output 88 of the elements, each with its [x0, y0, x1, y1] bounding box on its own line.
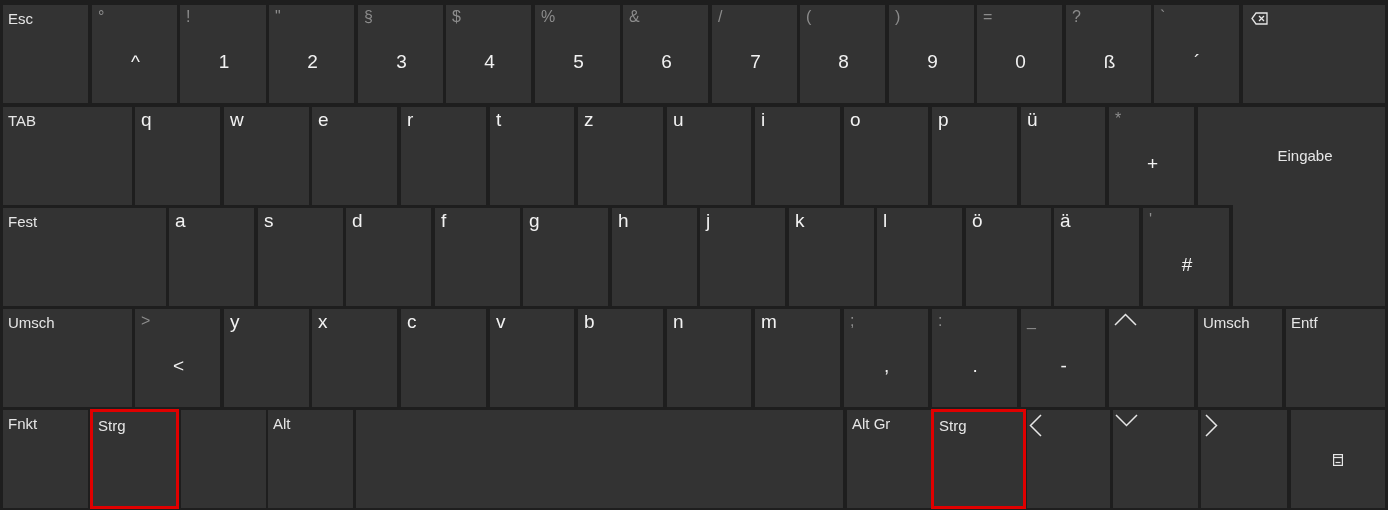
key-label: ü [1027, 110, 1038, 129]
key-label: y [230, 312, 240, 331]
key-label: n [673, 312, 684, 331]
shift-symbol: % [541, 9, 556, 25]
key-label: j [706, 211, 711, 230]
key-label: Eingabe [1277, 148, 1333, 163]
key-label: 7 [750, 52, 761, 71]
key-label: 8 [838, 52, 849, 71]
keyboard-key [1113, 410, 1198, 508]
shift-symbol: > [141, 313, 151, 329]
key-label: 3 [396, 52, 407, 71]
shift-symbol: ° [98, 9, 105, 25]
highlighted-key [931, 409, 1026, 509]
key-label: 4 [484, 52, 495, 71]
keyboard-key [1243, 5, 1385, 103]
key-label: c [407, 312, 417, 331]
key-label: Alt Gr [852, 416, 891, 431]
key-label: 6 [661, 52, 672, 71]
key-label: b [584, 312, 595, 331]
key-label: w [230, 110, 244, 129]
key-label: Umsch [8, 315, 55, 330]
key-label: d [352, 211, 363, 230]
key-label: s [264, 211, 274, 230]
key-label: ß [1103, 52, 1116, 71]
key-label: TAB [8, 113, 37, 128]
shift-symbol: : [938, 313, 943, 329]
key-label: Fnkt [8, 416, 38, 431]
key-label: 5 [573, 52, 584, 71]
key-label: x [318, 312, 328, 331]
key-label: + [1147, 154, 1159, 173]
key-label: 9 [927, 52, 938, 71]
key-label: l [883, 211, 888, 230]
key-label: r [407, 110, 414, 129]
key-label: u [673, 110, 684, 129]
key-label: e [318, 110, 329, 129]
keyboard-key [1027, 410, 1110, 508]
key-label: , [883, 356, 890, 375]
key-label: a [175, 211, 186, 230]
key-label: h [618, 211, 629, 230]
key-label: Esc [8, 11, 33, 26]
key-label: g [529, 211, 540, 230]
highlighted-key [90, 409, 179, 509]
key-label: 2 [307, 52, 318, 71]
key-label: Umsch [1203, 315, 1250, 330]
keyboard-key [1109, 309, 1194, 407]
key-label: ´ [1193, 52, 1201, 71]
key-label: # [1181, 255, 1193, 274]
key-label: m [761, 312, 777, 331]
key-label: k [795, 211, 805, 230]
shift-symbol: ' [1149, 212, 1153, 228]
keyboard-key [1291, 410, 1385, 508]
shift-symbol: / [718, 9, 723, 25]
shift-symbol: _ [1027, 313, 1036, 329]
key-label: z [584, 110, 594, 129]
shift-symbol: ) [895, 9, 901, 25]
key-label: Strg [98, 418, 126, 433]
shift-symbol: * [1115, 111, 1122, 127]
key-label: - [1060, 356, 1067, 375]
key-label: ö [972, 211, 983, 230]
key-label: Fest [8, 214, 38, 229]
keyboard-key [847, 410, 932, 508]
key-label: Entf [1291, 315, 1318, 330]
key-label: . [972, 356, 978, 375]
key-label: i [761, 110, 766, 129]
shift-symbol: ? [1072, 9, 1081, 25]
shift-symbol: & [629, 9, 640, 25]
shift-symbol: ; [850, 313, 855, 329]
keyboard-key [1201, 410, 1287, 508]
shift-symbol: ! [186, 9, 191, 25]
key-label: v [496, 312, 506, 331]
key-label: o [850, 110, 861, 129]
key-label: q [141, 110, 152, 129]
key-label: 0 [1015, 52, 1026, 71]
shift-symbol: $ [452, 9, 461, 25]
shift-symbol: § [364, 9, 373, 25]
key-label: f [441, 211, 447, 230]
key-label: Strg [939, 418, 967, 433]
shift-symbol: ` [1160, 9, 1166, 25]
key-label: t [496, 110, 502, 129]
key-label: Alt [273, 416, 291, 431]
key-label: p [938, 110, 949, 129]
key-label: < [173, 356, 185, 375]
key-label: ^ [130, 52, 140, 71]
key-label: ä [1060, 211, 1071, 230]
key-label: 1 [218, 52, 230, 71]
shift-symbol: ( [806, 9, 812, 25]
shift-symbol: = [983, 9, 993, 25]
shift-symbol: " [275, 9, 281, 25]
